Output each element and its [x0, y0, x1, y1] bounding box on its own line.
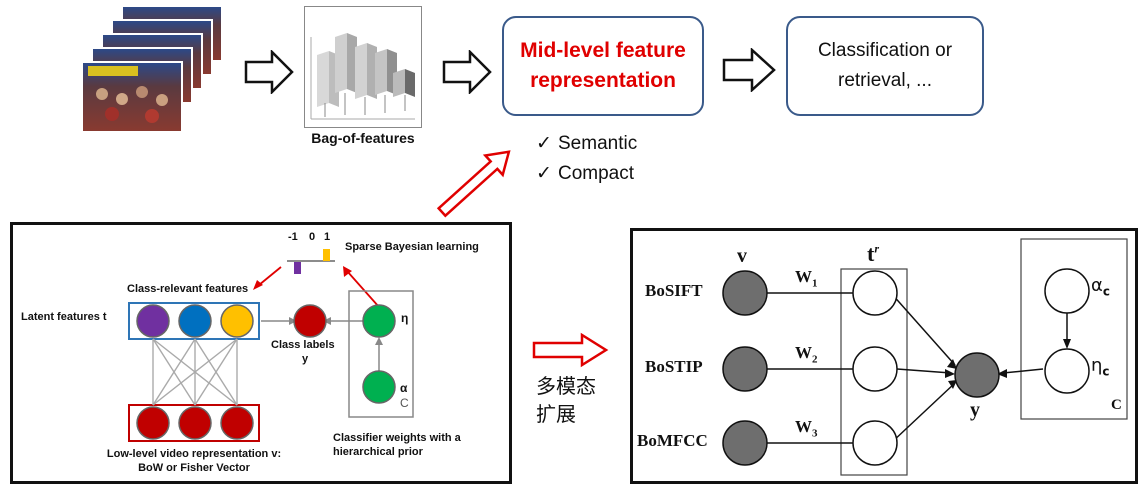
class-label-node [293, 304, 327, 338]
v-node-3 [722, 420, 768, 466]
red-pointer-arrow [346, 270, 380, 308]
y-label: y [970, 399, 980, 421]
lowlevel-node [136, 406, 170, 440]
latent-node-purple [136, 304, 170, 338]
classification-box: Classification or retrieval, ... [786, 16, 984, 116]
sparse-bayesian-label: Sparse Bayesian learning [345, 241, 479, 253]
eta-node [362, 304, 396, 338]
hollow-arrow-right [244, 48, 294, 99]
weight-label-1: W1 [795, 267, 818, 290]
scale-label-neg1: -1 [288, 231, 298, 243]
video-frame [81, 5, 223, 133]
y-node [954, 352, 1000, 398]
classification-line2: retrieval, ... [838, 70, 932, 91]
check-icon: ✓ [536, 133, 552, 154]
multimodal-line1: 多模态 [536, 374, 596, 398]
class-y-label: y [302, 353, 309, 365]
right-model-panel: v tr BoSIFT BoSTIP BoMFCC W1 W2 W3 y αc … [630, 228, 1138, 484]
weight-label-3: W3 [795, 417, 818, 440]
sparse-scale [287, 249, 335, 274]
latent-node-yellow [220, 304, 254, 338]
check-item-compact: ✓Compact [536, 163, 635, 184]
red-hollow-arrow-right [532, 332, 612, 373]
midlevel-feature-box: Mid-level feature representation [502, 16, 704, 116]
alpha-node [1044, 268, 1090, 314]
v-node-2 [722, 346, 768, 392]
t-node-1 [852, 270, 898, 316]
hollow-arrow-right [722, 47, 776, 97]
plate-C-label: C [1111, 397, 1122, 413]
plate-C-label: C [400, 396, 409, 410]
class-relevant-label: Class-relevant features [127, 283, 249, 295]
latent-node-blue [178, 304, 212, 338]
red-pointer-arrow [258, 266, 282, 286]
bag-of-features-chart [304, 6, 422, 128]
check-item-semantic: ✓Semantic [536, 133, 638, 154]
classifier-plate [348, 290, 414, 418]
eta-label: η [401, 311, 409, 325]
hollow-arrow-right [442, 48, 492, 99]
v-label: v [737, 245, 747, 267]
lowlevel-label: Low-level video representation v: BoW or… [106, 448, 282, 474]
t-label: tr [867, 241, 879, 266]
midlevel-line2: representation [530, 69, 676, 92]
v-node-1 [722, 270, 768, 316]
classification-line1: Classification or [817, 40, 953, 61]
lowlevel-node [178, 406, 212, 440]
row-label-bostip: BoSTIP [645, 357, 703, 376]
scale-label-0: 0 [309, 231, 316, 243]
video-frames-stack [81, 4, 223, 134]
classifier-weights-label: Classifier weights with a hierarchical p… [333, 432, 461, 458]
class-relevant-box [128, 302, 260, 340]
red-diagonal-arrow [432, 150, 512, 225]
t-node-3 [852, 420, 898, 466]
alpha-node [362, 370, 396, 404]
weight-label-2: W2 [795, 343, 818, 366]
alpha-label: α [400, 381, 408, 395]
C-plate [1020, 238, 1128, 420]
check-icon: ✓ [536, 163, 552, 184]
bag-of-features-label: Bag-of-features [311, 130, 415, 146]
lowlevel-node [220, 406, 254, 440]
row-label-bosift: BoSIFT [645, 281, 703, 300]
left-model-panel: -1 0 1 Sparse Bayesian learning Class-re… [10, 222, 512, 484]
eta-node [1044, 348, 1090, 394]
midlevel-line1: Mid-level feature [520, 39, 686, 62]
latent-features-label: Latent features t [21, 311, 107, 323]
eta-c-label: ηc [1091, 355, 1110, 379]
row-label-bomfcc: BoMFCC [637, 431, 708, 450]
histogram-bars [317, 33, 415, 117]
multimodal-line2: 扩展 [536, 402, 576, 426]
alpha-c-label: αc [1091, 275, 1110, 299]
scale-label-1: 1 [324, 231, 331, 243]
latent-connections [152, 338, 238, 406]
class-labels-label: Class labels [271, 339, 335, 351]
t-plate [840, 268, 908, 476]
t-node-2 [852, 346, 898, 392]
lowlevel-box [128, 404, 260, 442]
